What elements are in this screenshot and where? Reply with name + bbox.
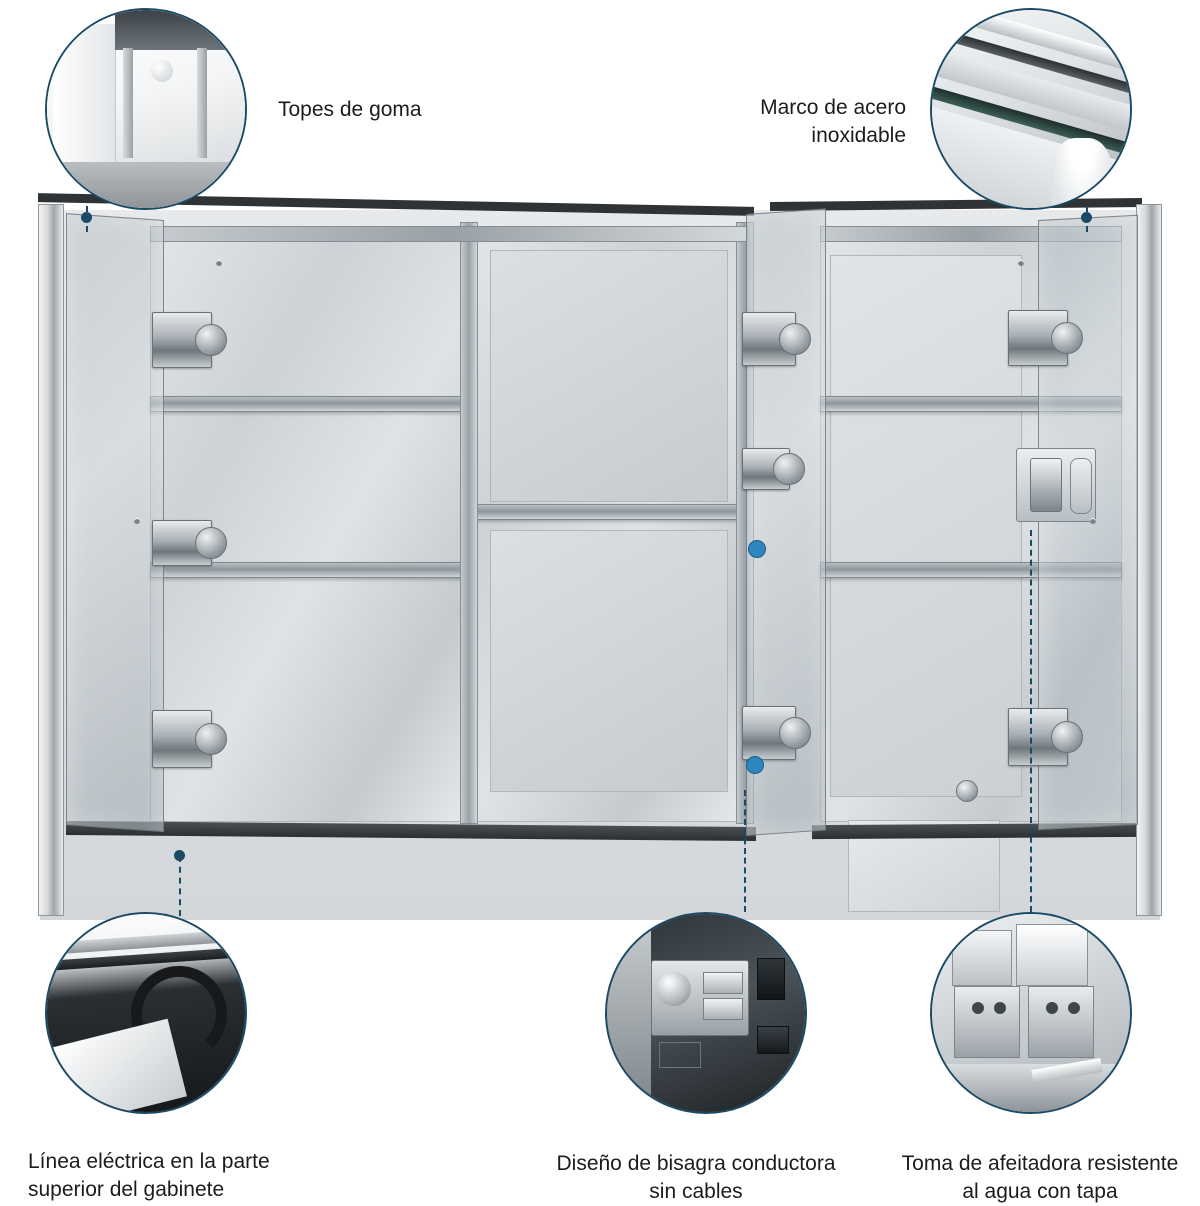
screw-dot [1018, 260, 1024, 266]
hinge-right-bottom [1008, 708, 1083, 766]
conductive-cap-center [748, 540, 766, 558]
leader-line-power-cable [179, 856, 181, 916]
socket-cover [1030, 458, 1062, 512]
background-door-panel-upper [490, 250, 728, 502]
power-cable-photo [45, 912, 247, 1114]
glass-shelf-left-upper [150, 396, 472, 412]
leader-dot-power-cable [174, 850, 185, 861]
hinge-cup-icon [195, 723, 227, 755]
leader-line-shaver-socket [1030, 530, 1032, 912]
leader-line-conductive-hinge [744, 790, 746, 912]
socket-latch [1070, 458, 1092, 514]
hinge-cup-icon [195, 527, 227, 559]
cabinet-top-rail-left [150, 226, 748, 242]
hinge-cup-icon [779, 717, 811, 749]
callout-label-linea-electrica: Línea eléctrica en la parte superior del… [28, 1150, 270, 1201]
hinge-center-top [742, 312, 811, 366]
hinge-cup-icon [195, 324, 227, 356]
callout-label-bisagra-conductora: Diseño de bisagra conductora sin cables [556, 1152, 836, 1203]
leader-dot-stainless-frame [1081, 212, 1092, 223]
background-door-panel-lower [490, 530, 728, 792]
hinge-center-middle [742, 448, 805, 490]
cabinet-left-side-panel [38, 204, 64, 916]
background-right-door-panel [830, 255, 1022, 797]
medicine-cabinet-illustration [30, 193, 1170, 948]
hinge-cup-icon [1051, 322, 1083, 354]
screw-dot [216, 260, 222, 266]
callout-label-toma-afeitadora: Toma de afeitadora resistente al agua co… [901, 1152, 1179, 1203]
hinge-cup-icon [773, 453, 805, 485]
rubber-stoppers-photo [45, 8, 247, 210]
hinge-left-middle [152, 520, 227, 566]
hinge-cup-icon [1051, 721, 1083, 753]
cabinet-right-side-panel [1136, 204, 1162, 916]
door-knob-icon [956, 780, 978, 802]
screw-dot [1090, 518, 1096, 524]
callout-label-marco-de-acero-inoxidable: Marco de acero inoxidable [760, 96, 906, 147]
hinge-left-bottom [152, 710, 227, 768]
glass-shelf-center [472, 504, 748, 520]
shaver-socket-photo [930, 912, 1132, 1114]
conductive-cap-bottom [746, 756, 764, 774]
hinge-center-bottom [742, 706, 811, 760]
stainless-frame-photo [930, 8, 1132, 210]
screw-dot [134, 518, 140, 524]
leader-dot-rubber-stoppers [81, 212, 92, 223]
hinge-left-top [152, 312, 227, 368]
conductive-hinge-photo [605, 912, 807, 1114]
callout-label-topes-de-goma: Topes de goma [278, 98, 422, 121]
cabinet-divider-left [460, 222, 478, 824]
hinge-right-top [1008, 310, 1083, 366]
hinge-cup-icon [779, 323, 811, 355]
mirror-door-left[interactable] [66, 213, 164, 833]
